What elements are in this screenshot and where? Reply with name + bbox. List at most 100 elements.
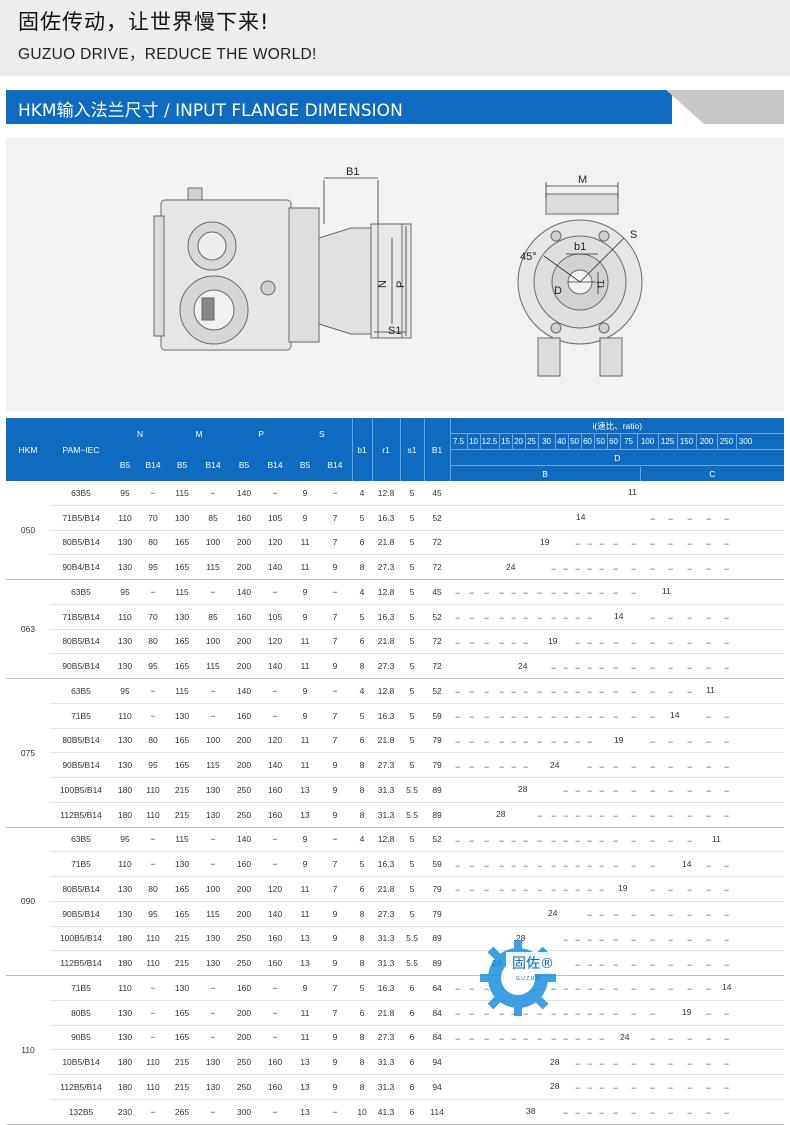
ratio-dash: −: [587, 959, 593, 970]
ratio-dash: −: [563, 984, 569, 995]
cell-s5: 9: [292, 505, 319, 531]
cell-m14: −: [196, 1025, 231, 1051]
ratio-dash: −: [613, 934, 619, 945]
ratio-dash: −: [499, 860, 505, 871]
ratio-dash: −: [724, 662, 730, 673]
cell-r1: 21.8: [372, 629, 401, 655]
cell-r1: 16.3: [372, 703, 401, 729]
cell-p14: −: [258, 975, 293, 1001]
cell-pam: 63B5: [50, 827, 112, 853]
cell-p5: 250: [230, 926, 259, 952]
ratio-dash: −: [599, 984, 605, 995]
cell-m14: 100: [196, 728, 231, 754]
ratio-dash: −: [724, 885, 730, 896]
ratio-dash: −: [587, 538, 593, 549]
col-header-s: S: [292, 418, 353, 450]
ratio-dash: −: [668, 613, 674, 624]
ratio-dash: −: [724, 910, 730, 921]
ratio-value-1: 10: [466, 434, 480, 449]
cell-s5: 9: [292, 579, 319, 605]
cell-b1: 8: [352, 554, 373, 580]
cell-s14: −: [318, 481, 353, 506]
ratio-dash: −: [523, 712, 529, 723]
cell-s1: 5: [400, 530, 425, 556]
ratio-dash: −: [455, 1033, 461, 1044]
gear-logo-icon: 固佐® G U Z U O: [480, 940, 568, 1016]
col-header-r1: r1: [371, 418, 401, 481]
ratio-dash: −: [724, 1009, 730, 1020]
ratio-dash: −: [455, 860, 461, 871]
cell-ratio-range: 28−−−−−−−−−−: [450, 1074, 785, 1100]
ratio-dash: −: [537, 811, 543, 822]
cell-s5: 9: [292, 481, 319, 506]
ratio-dash: −: [599, 959, 605, 970]
cell-pam: 71B5/B14: [50, 505, 112, 531]
ratio-dash: −: [706, 811, 712, 822]
cell-s14: 7: [318, 1000, 353, 1026]
cell-n14: 80: [138, 530, 169, 556]
cell-m14: −: [196, 827, 231, 853]
ratio-value-15: 150: [676, 434, 696, 449]
cell-s1: 5: [400, 604, 425, 630]
cell-s1: 5: [400, 901, 425, 927]
brand-slogan-zh: 固佐传动，让世界慢下来!: [18, 10, 270, 34]
cell-m5: 165: [168, 530, 197, 556]
ratio-dash: −: [587, 588, 593, 599]
cell-pam: 80B5/B14: [50, 876, 112, 902]
cell-s14: −: [318, 1099, 353, 1125]
ratio-dash: −: [484, 984, 490, 995]
ratio-dash: −: [499, 712, 505, 723]
ratio-dash: −: [511, 613, 517, 624]
ratio-dash: −: [587, 786, 593, 797]
cell-b1: 6: [352, 728, 373, 754]
ratio-dash: −: [499, 687, 505, 698]
cell-b1: 4: [352, 827, 373, 853]
cell-m5: 215: [168, 950, 197, 976]
ratio-dash: −: [563, 736, 569, 747]
cell-s14: 7: [318, 975, 353, 1001]
cell-b1: 8: [352, 777, 373, 803]
ratio-dash: −: [687, 885, 693, 896]
ratio-dash: −: [563, 613, 569, 624]
ratio-value-8: 50: [567, 434, 581, 449]
ratio-dash: −: [563, 786, 569, 797]
cell-r1: 31.3: [372, 950, 401, 976]
ratio-dash: −: [650, 637, 656, 648]
cell-m14: 85: [196, 505, 231, 531]
ratio-dash: −: [551, 588, 557, 599]
ratio-dash: −: [706, 514, 712, 525]
ratio-value-10: 50: [593, 434, 607, 449]
ratio-dash: −: [575, 786, 581, 797]
cell-b1: 5: [352, 703, 373, 729]
ratio-dash: −: [613, 984, 619, 995]
cell-n14: 110: [138, 802, 169, 828]
ratio-value-3: 15: [498, 434, 512, 449]
dim-label-m: M: [578, 174, 587, 186]
cell-r1: 12.8: [372, 827, 401, 853]
cell-r1: 21.8: [372, 728, 401, 754]
cell-s5: 11: [292, 876, 319, 902]
cell-b1: 8: [352, 802, 373, 828]
cell-m14: 115: [196, 752, 231, 778]
ratio-shaft-value: 11: [712, 833, 721, 844]
ratio-shaft-value: 19: [618, 883, 628, 894]
ratio-dash: −: [537, 687, 543, 698]
ratio-dash: −: [551, 835, 557, 846]
ratio-dash: −: [469, 613, 475, 624]
cell-m14: 130: [196, 777, 231, 803]
ratio-dash: −: [587, 1108, 593, 1119]
cell-ratio-range: −−−−−−19−−−−−−−−−−: [450, 629, 785, 655]
breather-plug: [187, 187, 203, 201]
ratio-dash: −: [537, 588, 543, 599]
cell-n14: −: [138, 481, 169, 506]
cell-s5: 13: [292, 1049, 319, 1075]
ratio-header-c: C: [639, 466, 784, 481]
brand-slogan-en: GUZUO DRIVE，REDUCE THE WORLD!: [18, 46, 317, 63]
ratio-dash: −: [613, 637, 619, 648]
cell-pam: 112B5/B14: [50, 950, 112, 976]
ratio-dash: −: [469, 712, 475, 723]
